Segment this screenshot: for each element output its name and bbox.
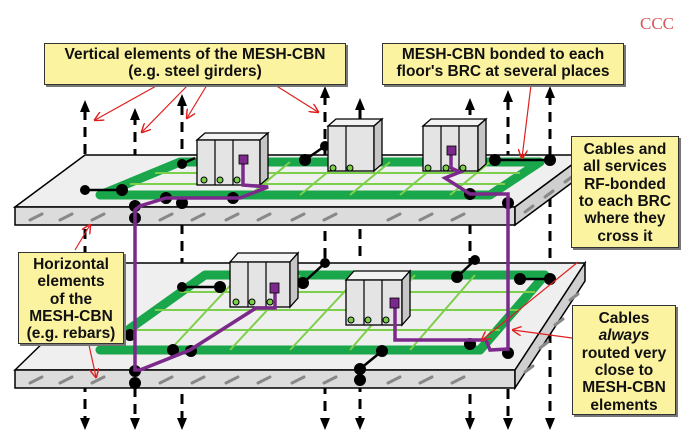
arrow-up-icon xyxy=(545,86,555,98)
girder-arrowheads-up xyxy=(80,86,555,120)
lower-floor xyxy=(13,251,587,391)
callout-line: Horizontal xyxy=(33,256,109,273)
callout-line: routed very xyxy=(581,344,667,362)
arrow-down-icon xyxy=(177,418,187,430)
arrow-up-icon xyxy=(503,90,513,102)
callout-cables-routed: Cables always routed very close to MESH-… xyxy=(572,305,676,415)
callout-line: Cables xyxy=(598,310,650,327)
girder-arrowheads-down xyxy=(80,418,555,430)
callout-cables-rf-bonded: Cables and all services RF-bonded to eac… xyxy=(571,136,679,248)
upper-rack-2 xyxy=(326,117,384,173)
cable-runs xyxy=(133,150,510,372)
callout-line: MESH-CBN xyxy=(29,308,113,326)
arrow-up-icon xyxy=(465,98,475,110)
arrow-down-icon xyxy=(80,418,90,430)
callout-line: MESH-CBN bonded to each xyxy=(401,46,605,63)
callout-line: elements xyxy=(37,273,105,291)
lower-bond-points xyxy=(124,255,556,389)
arrow-down-icon xyxy=(130,418,140,430)
callout-line: (e.g. steel girders) xyxy=(128,63,262,81)
pointer-horizontal-upper xyxy=(74,225,90,251)
lower-slab-side xyxy=(514,260,586,391)
arrow-down-icon xyxy=(465,418,475,430)
pointer-vertical-1 xyxy=(95,84,159,120)
callout-vertical-elements: Vertical elements of the MESH-CBN (e.g. … xyxy=(44,43,346,85)
callout-line: where they xyxy=(584,210,666,228)
callout-line: Cables and xyxy=(583,141,667,158)
arrow-up-icon xyxy=(130,108,140,120)
callout-horizontal-elements: Horizontal elements of the MESH-CBN (e.g… xyxy=(18,252,124,344)
callout-line: Vertical elements of the MESH-CBN xyxy=(64,46,326,63)
watermark: CCC xyxy=(640,14,675,33)
callout-emphasis: always xyxy=(598,327,650,345)
cable-left xyxy=(133,161,277,372)
pointer-cables-rf xyxy=(482,261,579,340)
callout-line: all services xyxy=(583,158,667,176)
pointer-cables-routed xyxy=(513,330,573,339)
lower-rebars xyxy=(28,292,580,385)
pointer-vertical-3 xyxy=(187,84,208,118)
lower-rack-2 xyxy=(344,269,412,327)
arrow-up-icon xyxy=(80,100,90,112)
arrow-down-icon xyxy=(320,418,330,430)
pointer-vertical-2 xyxy=(142,84,189,132)
upper-rack-3 xyxy=(421,117,488,173)
callout-line: close to xyxy=(594,362,654,380)
callout-line: MESH-CBN xyxy=(582,379,666,397)
callout-bonded: MESH-CBN bonded to each floor's BRC at s… xyxy=(382,43,624,85)
callout-line: to each BRC xyxy=(578,193,672,211)
arrow-up-icon xyxy=(355,98,365,110)
callout-line: RF-bonded xyxy=(584,175,666,193)
pointer-vertical-4 xyxy=(274,84,318,112)
callout-line: elements xyxy=(590,396,658,414)
arrow-up-icon xyxy=(320,86,330,98)
callout-line: cross it xyxy=(597,227,653,245)
arrow-down-icon xyxy=(503,418,513,430)
callout-pointers xyxy=(74,84,579,377)
cable-connector-icon xyxy=(238,154,249,165)
cable-right xyxy=(393,150,510,352)
callout-line: (e.g. rebars) xyxy=(26,325,116,343)
upper-brc-border xyxy=(95,157,545,200)
callout-line: floor's BRC at several places xyxy=(396,63,610,81)
arrow-up-icon xyxy=(177,94,187,106)
lower-rack-1 xyxy=(228,251,300,309)
upper-rack-1 xyxy=(195,131,270,187)
pointer-bonded xyxy=(522,84,532,158)
cable-terminals xyxy=(238,145,457,309)
cable-connector-icon xyxy=(446,145,457,156)
callout-line: of the xyxy=(49,290,93,308)
cable-connector-icon xyxy=(269,282,280,294)
upper-floor xyxy=(12,117,588,227)
upper-rebars xyxy=(28,174,575,222)
cable-connector-icon xyxy=(389,297,400,309)
arrow-down-icon xyxy=(545,418,555,430)
lower-brc-border xyxy=(95,270,550,355)
arrow-down-icon xyxy=(355,418,365,430)
